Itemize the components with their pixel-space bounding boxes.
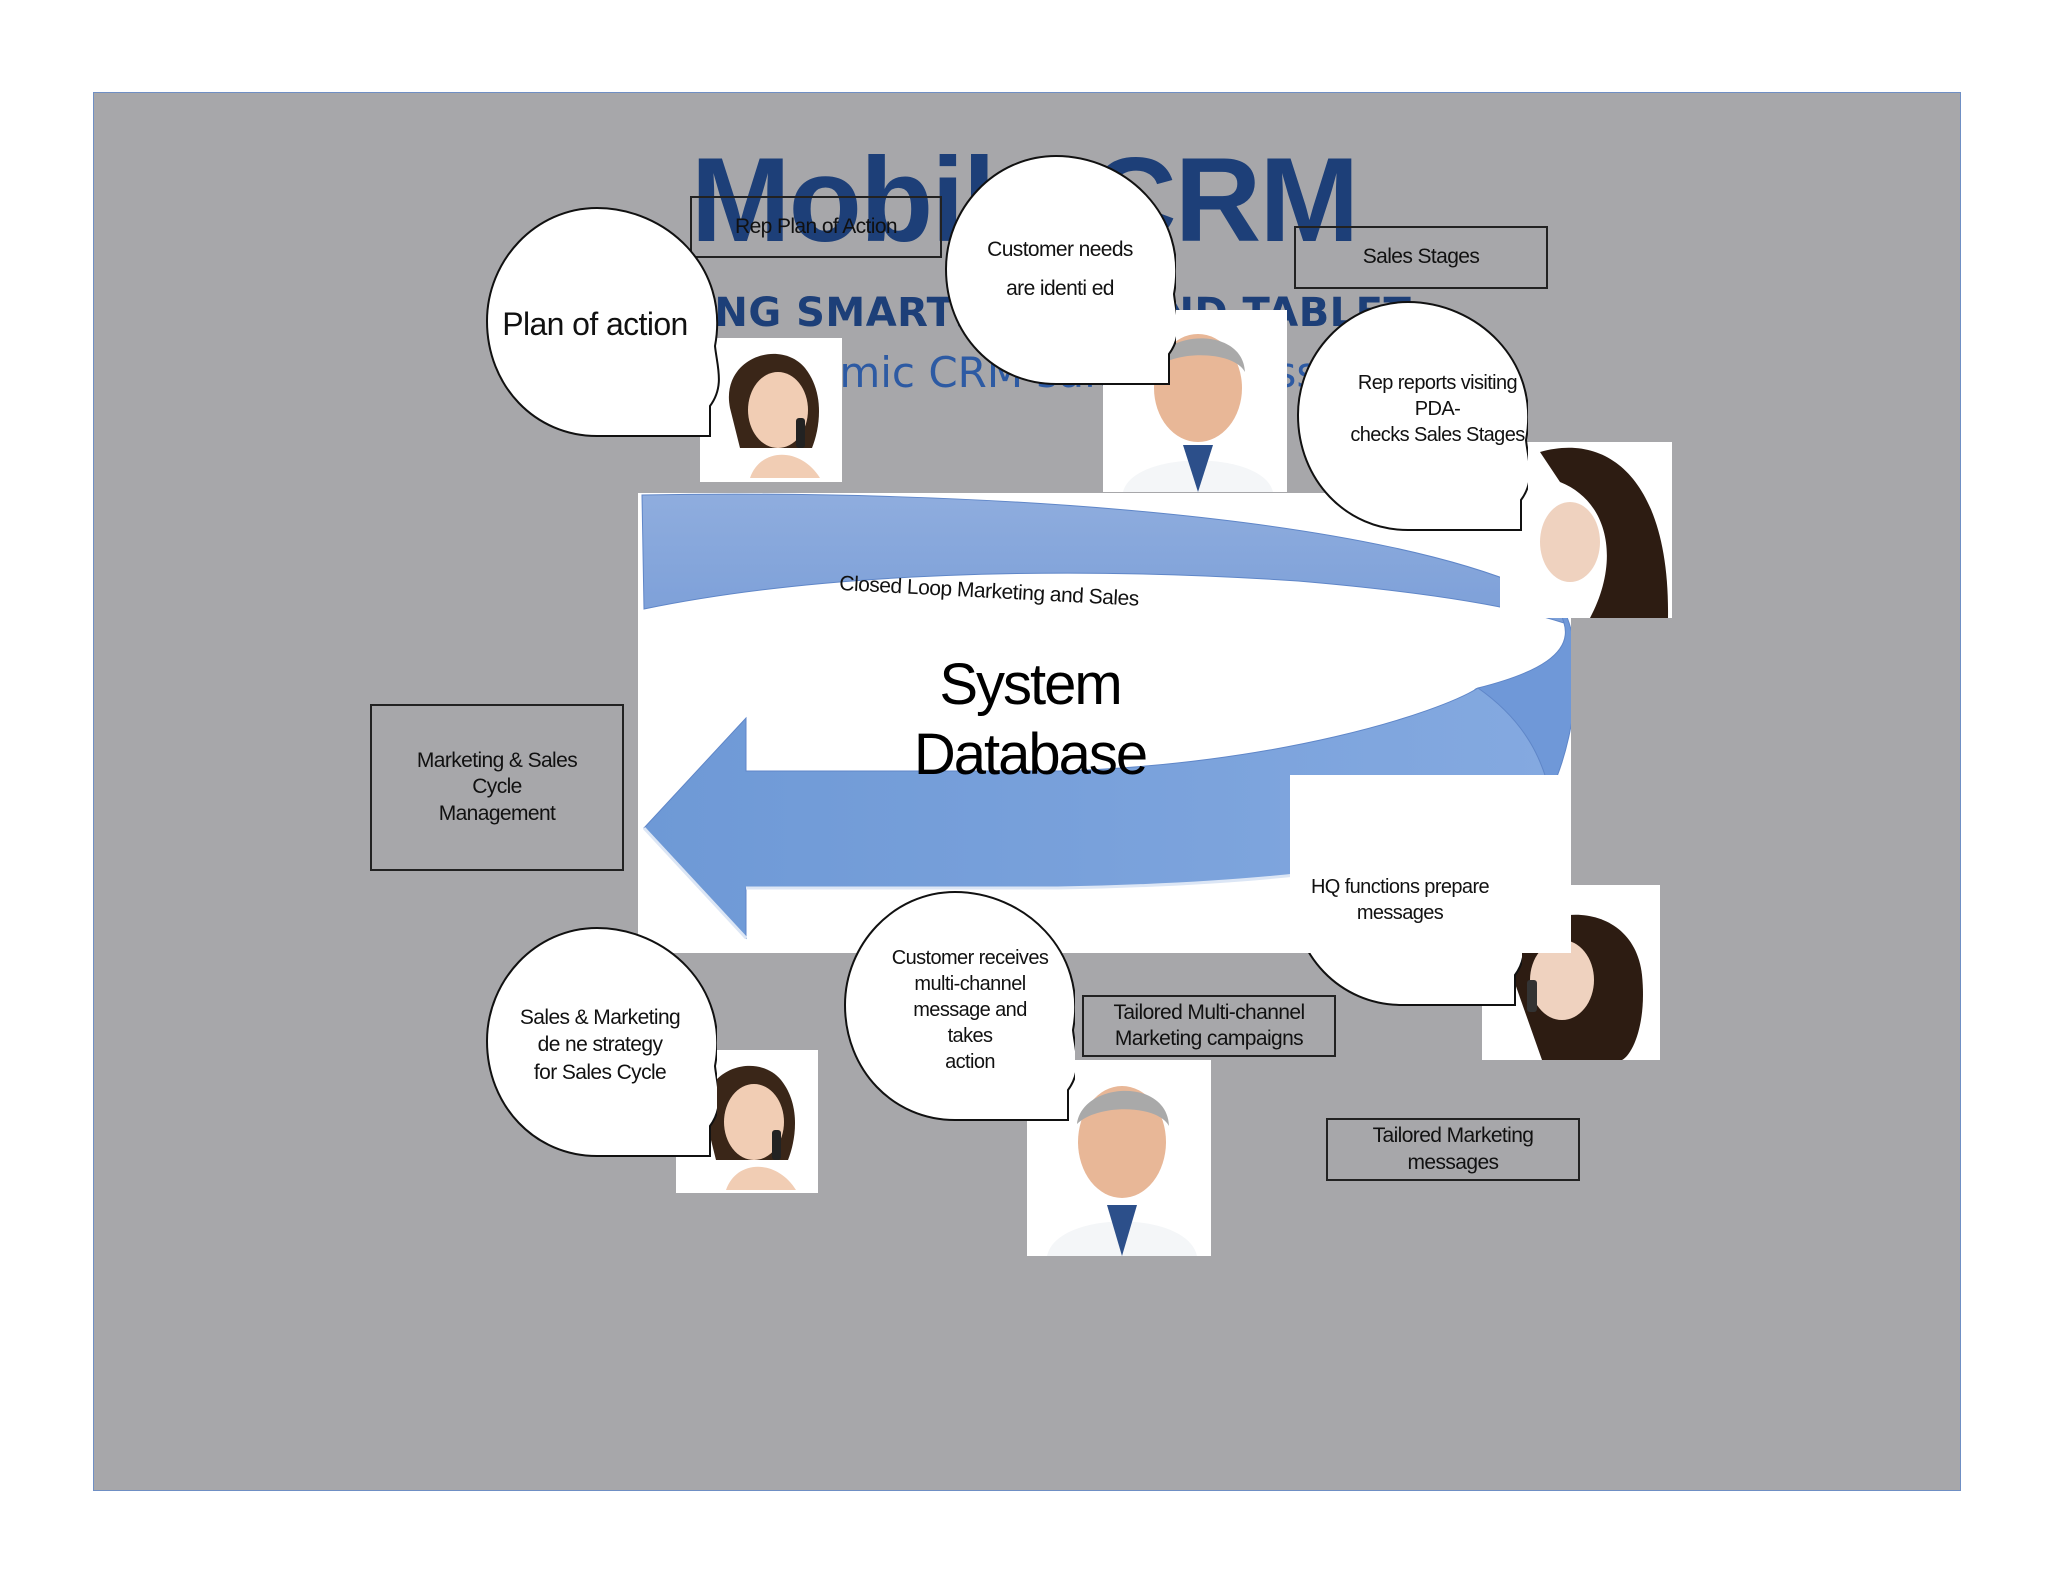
sales-stages-box: Sales Stages: [1294, 226, 1548, 289]
woman-photo-right-top: [1500, 442, 1672, 618]
doctor-photo-top: [1103, 310, 1287, 492]
bubble-rep-reports-text: Rep reports visiting PDA- checks Sales S…: [1350, 372, 1525, 446]
bubble-define-strategy: [485, 926, 717, 1157]
cycle-management-box: Marketing & Sales Cycle Management: [370, 704, 624, 871]
tailored-campaigns-box: Tailored Multi-channel Marketing campaig…: [1082, 995, 1336, 1057]
woman-phone-photo-top: [700, 338, 842, 482]
system-database-label: System Database: [913, 652, 1148, 787]
bubble-customer-needs: [944, 154, 1176, 385]
bubble-plan-of-action-text: Plan of action: [502, 306, 688, 343]
bubble-customer-receives: [843, 890, 1075, 1121]
bubble-customer-receives-text: Customer receives multi-channel message …: [891, 947, 1049, 1073]
bubble-define-strategy-text: Sales & Marketing de ne strategy for Sal…: [519, 1006, 681, 1084]
bubble-hq-functions-text: HQ functions prepare messages: [1310, 876, 1490, 924]
tailored-messages-box: Tailored Marketing messages: [1326, 1118, 1580, 1181]
bubble-plan-of-action: [485, 206, 720, 437]
rep-plan-box: Rep Plan of Action: [690, 196, 942, 258]
bubble-customer-needs-text: Customer needs are identi ed: [987, 238, 1133, 300]
bubble-rep-reports: [1296, 300, 1528, 531]
panel-overlap: [1290, 775, 1571, 953]
